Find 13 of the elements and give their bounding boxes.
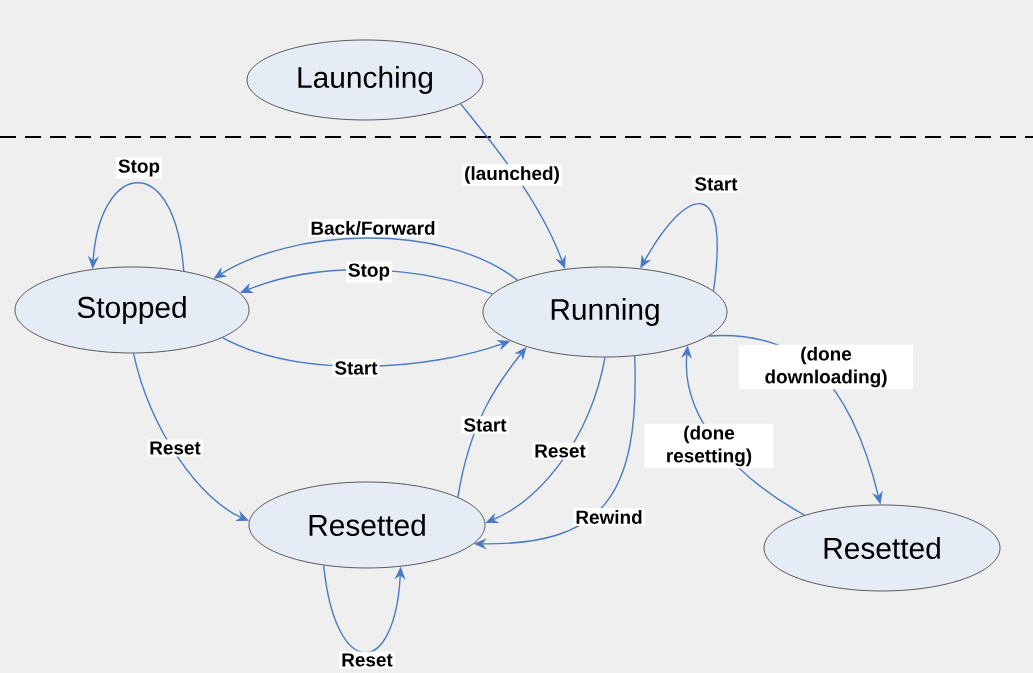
edge-label: (done resetting) [644, 423, 774, 469]
edge-label: Reset [339, 651, 395, 669]
edge-label: Stop [346, 261, 393, 283]
edge-label: (launched) [462, 164, 562, 186]
edge-label: Stop [116, 157, 163, 179]
edge-label: Start [332, 359, 380, 377]
arrow [640, 203, 718, 292]
edge-label: Reset [147, 439, 203, 457]
edge-label: Start [692, 175, 740, 193]
edge-label: Reset [532, 442, 588, 460]
edge-label: Rewind [573, 508, 645, 526]
edge-label: (done downloading) [739, 344, 913, 390]
edge-label: Start [461, 416, 509, 434]
